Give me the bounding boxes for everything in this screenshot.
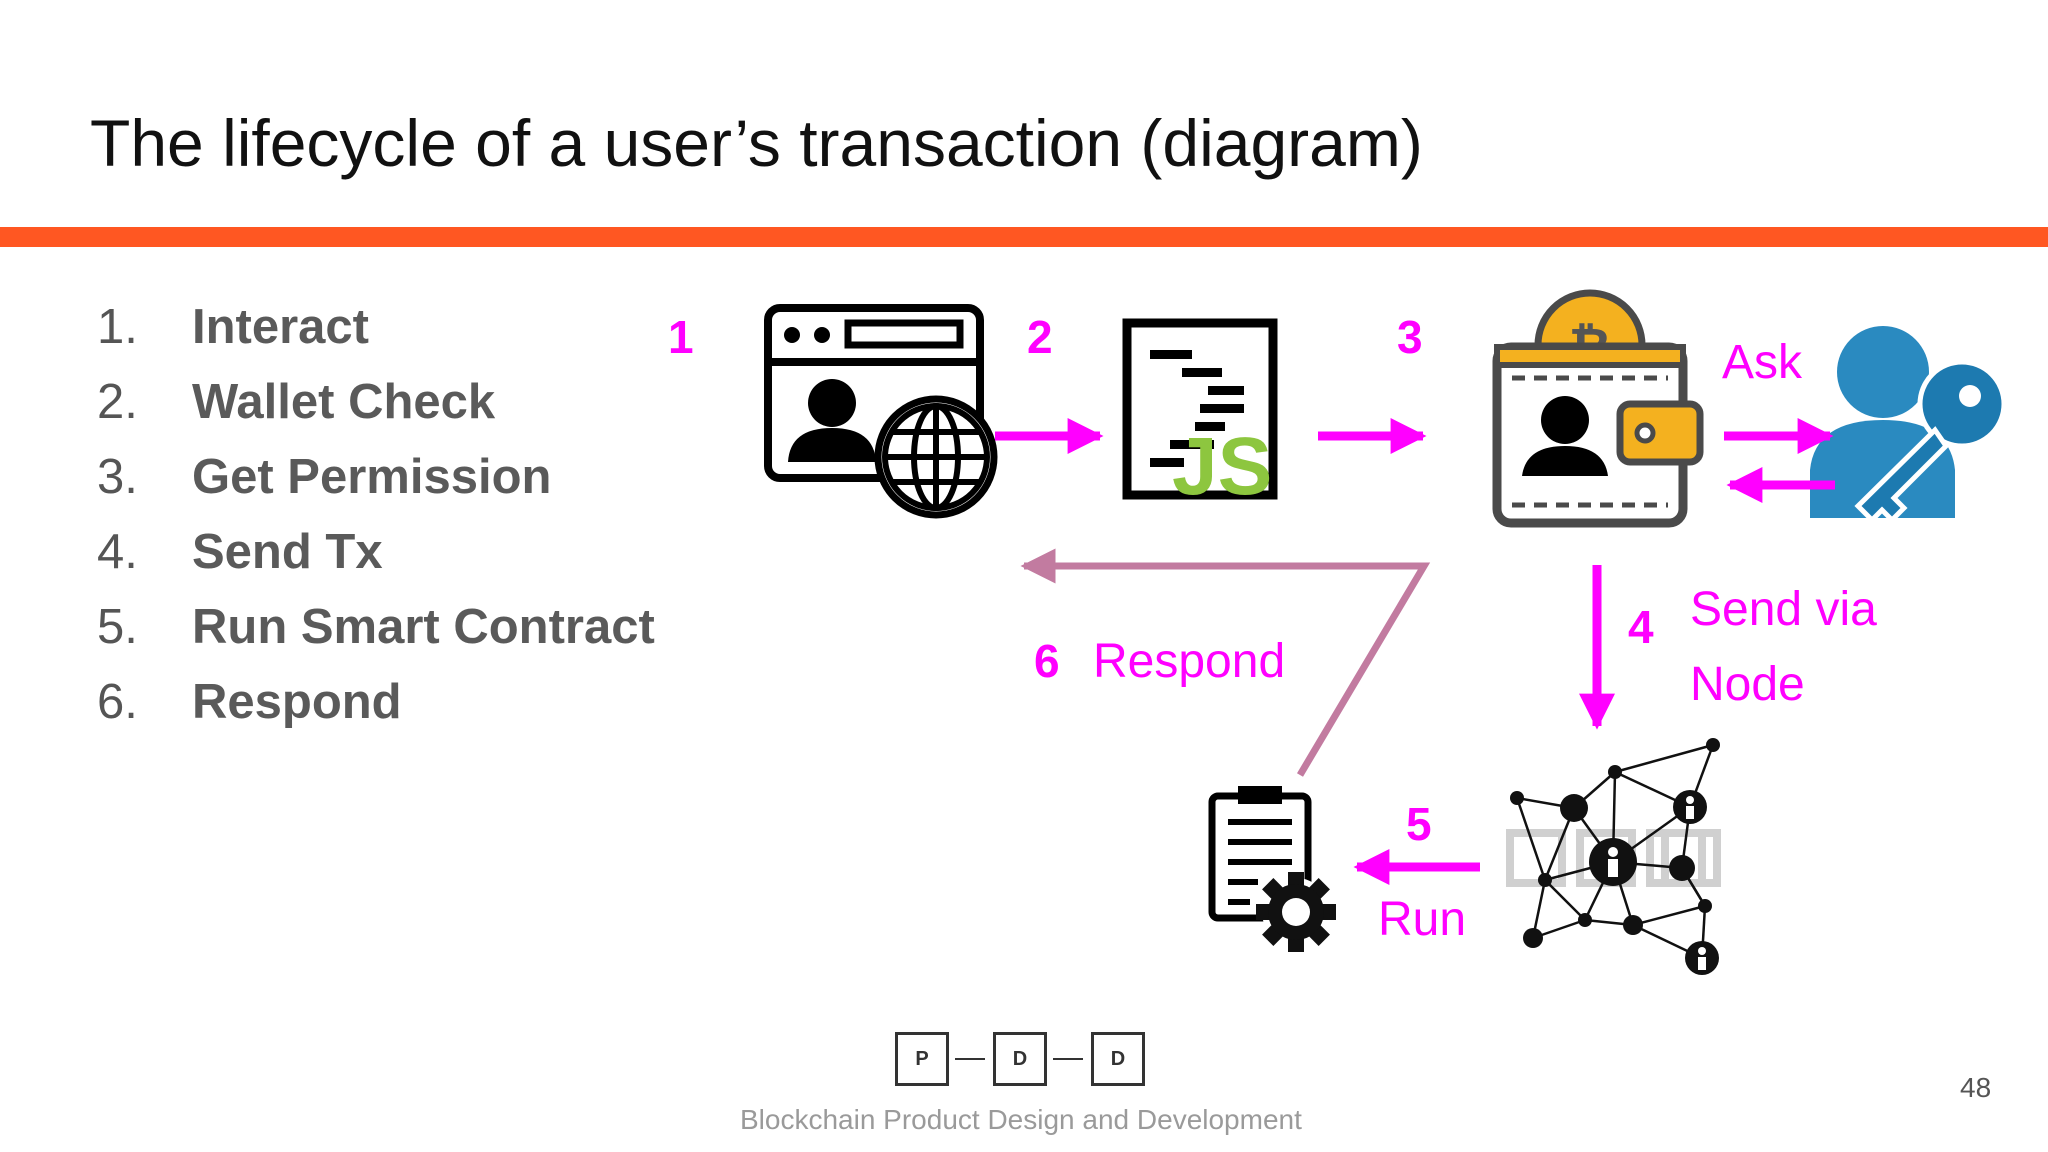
step-item: 3. Get Permission <box>97 440 655 515</box>
logo-letter-box: D <box>993 1032 1047 1086</box>
step-label: Send Tx <box>192 525 383 579</box>
step-label: Interact <box>192 300 370 354</box>
step-item: 4. Send Tx <box>97 515 655 590</box>
step-number: 6. <box>97 675 138 729</box>
steps-list: 1. Interact 2. Wallet Check 3. Get Permissi… <box>97 290 655 740</box>
send-via-label: Send via <box>1690 583 1877 636</box>
step-item: 6. Respond <box>97 665 655 740</box>
node-label: Node <box>1690 658 1805 711</box>
page-number: 48 <box>1960 1072 1992 1103</box>
step-label: Run Smart Contract <box>192 600 655 654</box>
ask-label: Ask <box>1722 336 1803 389</box>
logo-connector <box>1053 1058 1083 1060</box>
step-item: 5. Run Smart Contract <box>97 590 655 665</box>
step-number: 2. <box>97 375 138 429</box>
step-label: Get Permission <box>192 450 552 504</box>
step-label: Respond <box>192 675 402 729</box>
browser-user-globe-icon <box>764 304 998 519</box>
step-5-label: 5 <box>1406 798 1432 850</box>
step-3-label: 3 <box>1397 311 1423 363</box>
step-number: 3. <box>97 450 138 504</box>
step-number: 5. <box>97 600 138 654</box>
run-label: Run <box>1378 893 1466 946</box>
bitcoin-wallet-icon: ₿ <box>1492 289 1704 528</box>
slide-title: The lifecycle of a user’s transaction (d… <box>90 106 1423 180</box>
blockchain-network-icon <box>1506 738 1721 975</box>
footer-caption: Blockchain Product Design and Developmen… <box>740 1104 1302 1135</box>
step-1-label: 1 <box>668 311 694 363</box>
step-item: 1. Interact <box>97 290 655 365</box>
step-item: 2. Wallet Check <box>97 365 655 440</box>
step-2-label: 2 <box>1027 311 1053 363</box>
javascript-file-icon: JS <box>1122 318 1278 512</box>
respond-label: Respond <box>1093 635 1285 688</box>
smart-contract-clipboard-gear-icon <box>1208 786 1336 952</box>
step-label: Wallet Check <box>192 375 496 429</box>
orange-divider <box>0 227 2048 247</box>
arrow-respond <box>1020 548 1431 777</box>
js-badge: JS <box>1172 421 1272 512</box>
step-number: 4. <box>97 525 138 579</box>
step-6-label: 6 <box>1034 635 1060 687</box>
logo-letter-box: D <box>1091 1032 1145 1086</box>
step-4-label: 4 <box>1628 601 1654 653</box>
step-number: 1. <box>97 300 138 354</box>
logo-connector <box>955 1058 985 1060</box>
user-key-icon <box>1810 326 2007 524</box>
logo-letter-box: P <box>895 1032 949 1086</box>
